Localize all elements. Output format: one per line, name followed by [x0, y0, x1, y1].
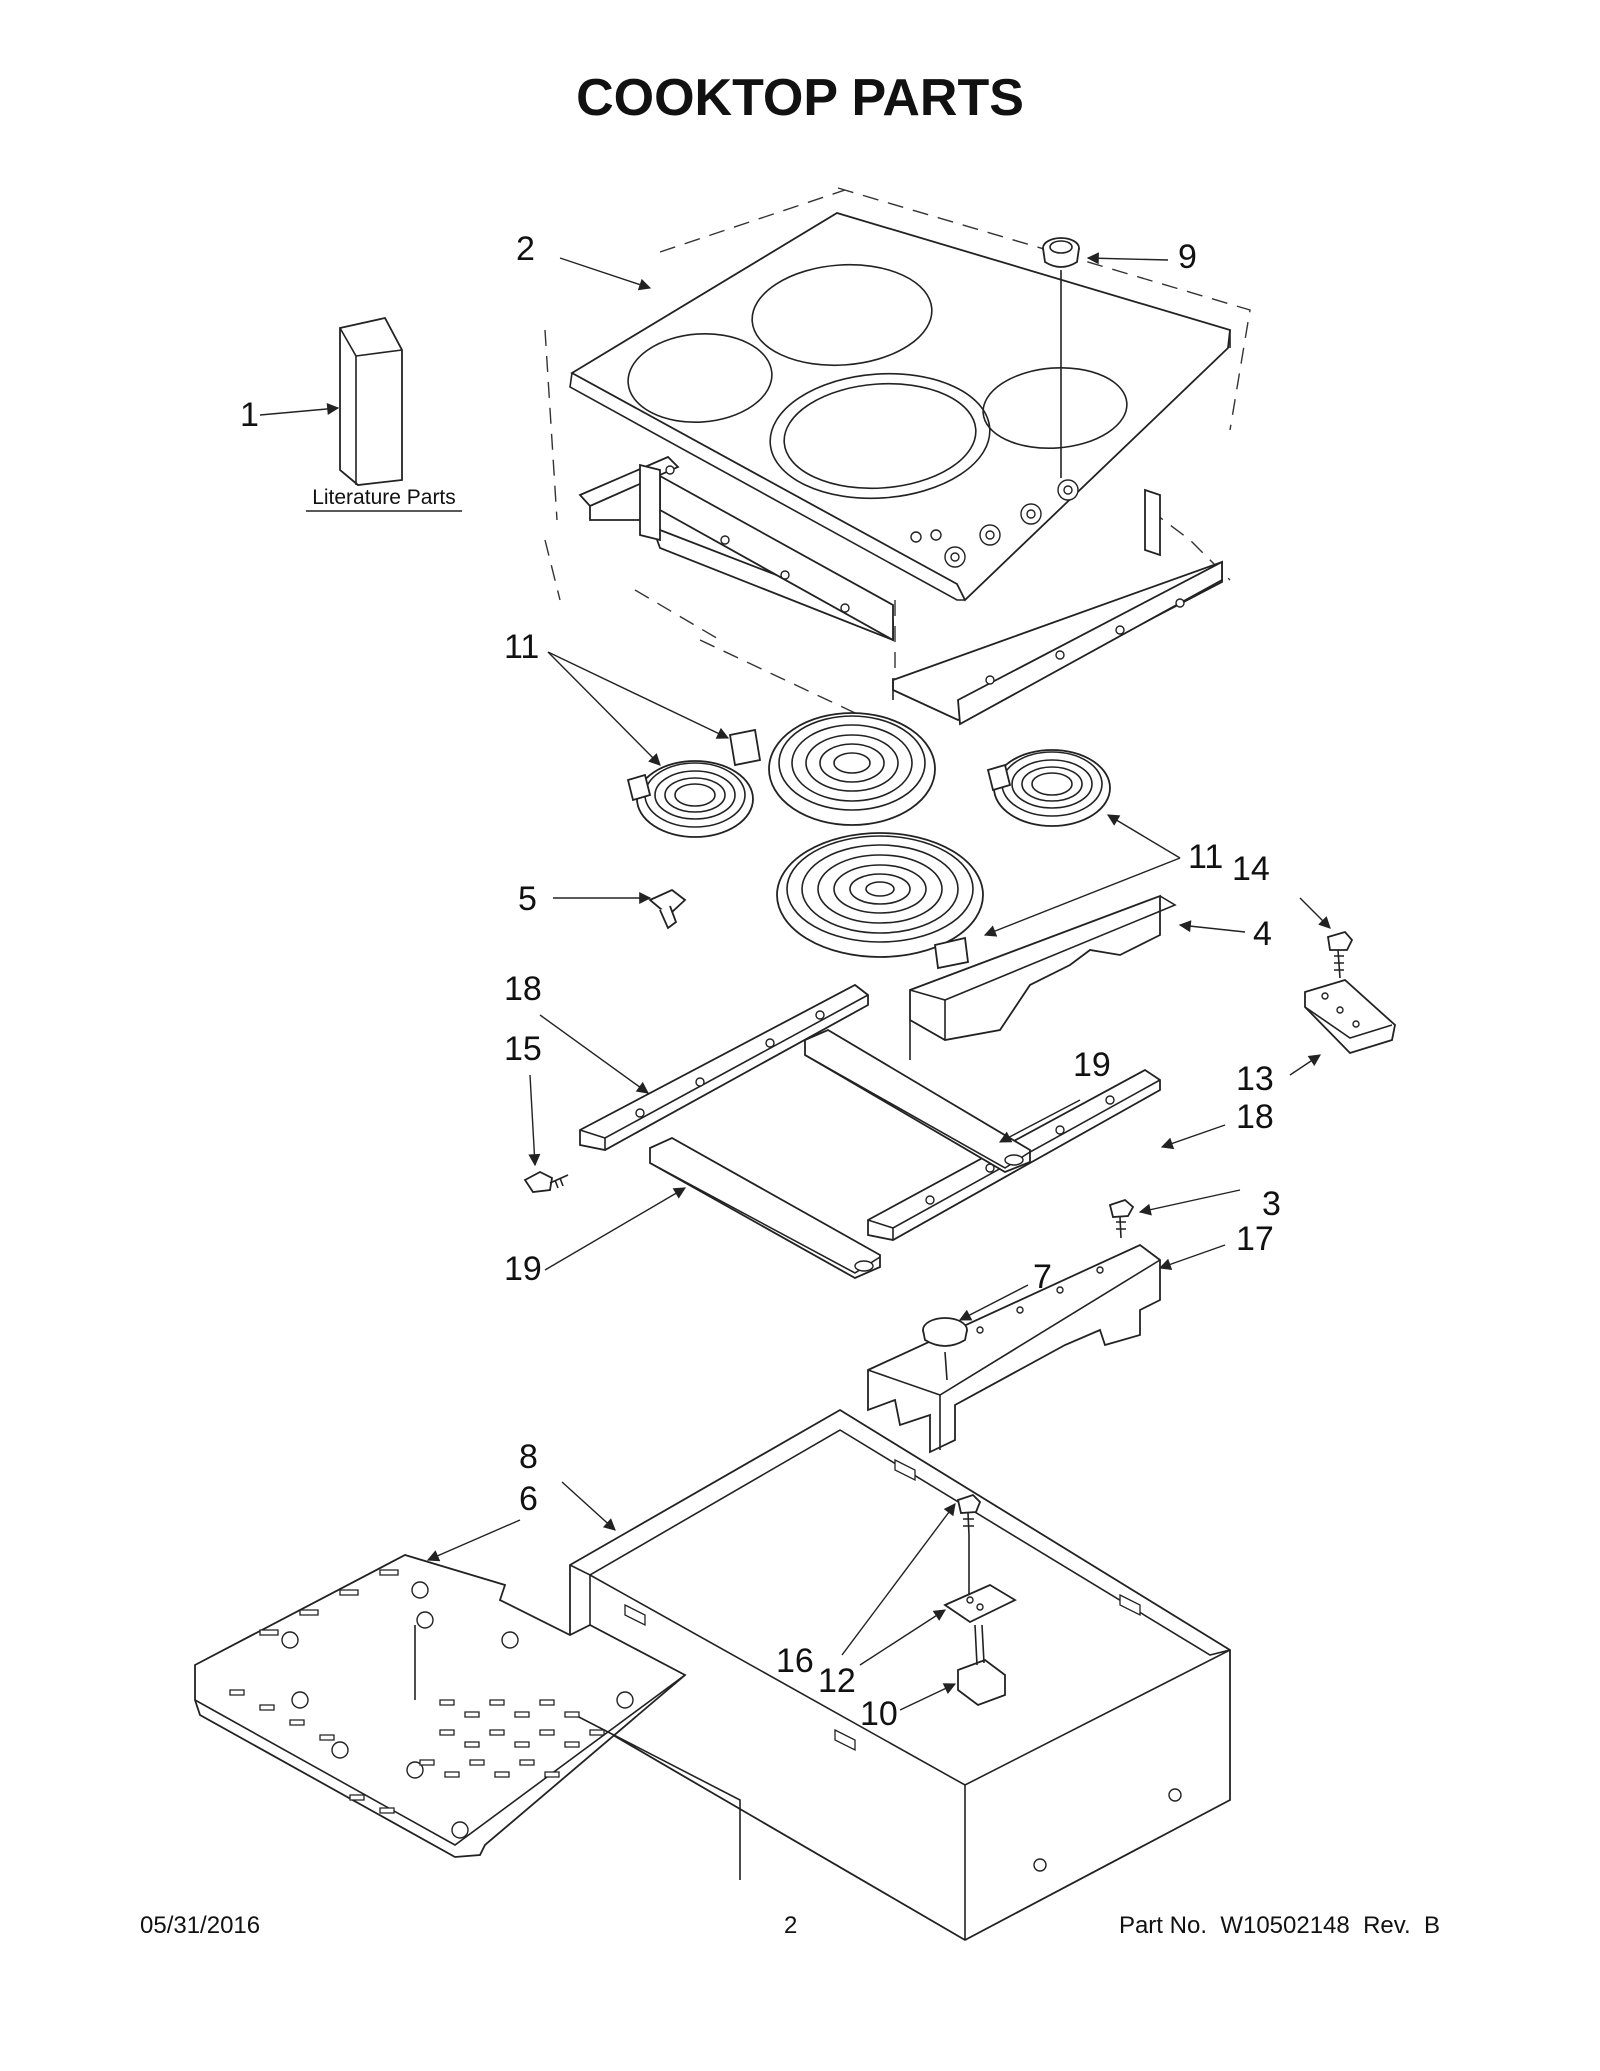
callout-16: 16: [776, 1642, 814, 1680]
part-3-screw: [1108, 1198, 1135, 1239]
callout-19-left: 19: [504, 1250, 542, 1288]
part-7-sensor: [922, 1317, 968, 1381]
page-title: COOKTOP PARTS: [576, 69, 1024, 127]
part-15-screw: [523, 1170, 569, 1193]
callout-18-left: 18: [504, 970, 542, 1008]
callout-13: 13: [1236, 1060, 1274, 1098]
callout-14: 14: [1232, 850, 1270, 888]
callout-6: 6: [519, 1480, 538, 1518]
part-4-shield: [909, 894, 1177, 1060]
part-14-screw: [1326, 930, 1354, 979]
leader-lines: [259, 252, 1331, 1711]
callout-10: 10: [860, 1695, 898, 1733]
callout-12: 12: [818, 1662, 856, 1700]
part-5-clip: [648, 888, 687, 930]
footer-page-number: 2: [784, 1912, 798, 1939]
callout-19-right: 19: [1073, 1046, 1111, 1084]
part-19-braces: [649, 1028, 1031, 1280]
callout-3: 3: [1262, 1185, 1281, 1223]
part-6-bottom-panel: [194, 1554, 741, 1880]
callout-2: 2: [516, 230, 535, 268]
callout-4: 4: [1253, 915, 1272, 953]
callout-9: 9: [1178, 238, 1197, 276]
callout-11-right: 11: [1188, 838, 1223, 876]
part-1-literature: Literature Parts: [306, 316, 462, 512]
callout-11-top: 11: [504, 628, 539, 666]
part-17-control-bracket: [867, 1243, 1161, 1454]
footer-date: 05/31/2016: [140, 1912, 261, 1939]
callout-numbers: 1 2 3 4 5 6 7 8 9 10 11 11 12 13 14 15 1…: [240, 230, 1281, 1733]
part-18-rails: [579, 983, 1161, 1241]
callout-1: 1: [240, 396, 259, 434]
footer-part-number: Part No. W10502148 Rev. B: [1118, 1912, 1440, 1939]
part-12-plate: [943, 1583, 1017, 1624]
callout-17: 17: [1236, 1220, 1274, 1258]
part-9-knob: [1042, 237, 1080, 478]
part-2-glass-top: [544, 187, 1251, 721]
part-13-bracket: [1304, 978, 1396, 1055]
literature-parts-label: Literature Parts: [312, 486, 456, 509]
part-11-surface-elements: [626, 712, 1111, 970]
callout-5: 5: [518, 880, 537, 918]
callout-7: 7: [1033, 1258, 1052, 1296]
cooktop-frame: [578, 455, 1223, 726]
callout-15: 15: [504, 1030, 542, 1068]
callout-18-right: 18: [1236, 1098, 1274, 1136]
callout-8: 8: [519, 1438, 538, 1476]
part-10-switch: [957, 1624, 1006, 1707]
